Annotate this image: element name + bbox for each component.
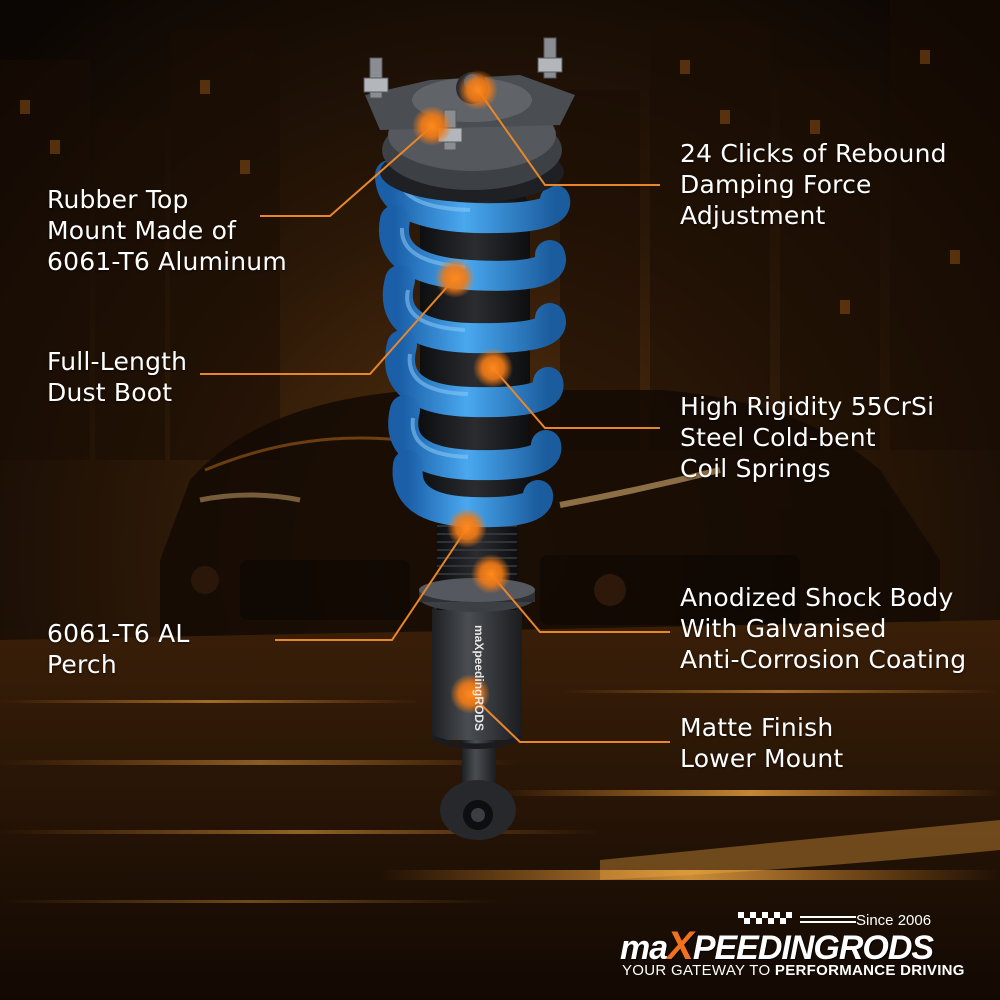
logo-tagline: YOUR GATEWAY TO PERFORMANCE DRIVING xyxy=(622,962,965,979)
label-lower-mount: Matte Finish Lower Mount xyxy=(680,713,844,773)
shock-body-print: maXpeedingRODS xyxy=(472,625,486,732)
label-top-mount: Rubber Top Mount Made of 6061-T6 Aluminu… xyxy=(47,185,287,276)
label-dust-boot: Full-Length Dust Boot xyxy=(47,347,188,407)
checkered-flag-icon xyxy=(738,912,856,924)
label-shock-body: Anodized Shock Body With Galvanised Anti… xyxy=(680,583,967,674)
label-rebound: 24 Clicks of Rebound Damping Force Adjus… xyxy=(680,139,947,230)
brand-logo: Since 2006 maXPEEDINGRODS YOUR GATEWAY T… xyxy=(618,912,964,982)
logo-wordmark: maXPEEDINGRODS xyxy=(620,924,934,968)
light-streaks xyxy=(0,690,1000,903)
label-perch: 6061-T6 AL Perch xyxy=(47,619,190,679)
logo-since: Since 2006 xyxy=(856,912,932,929)
label-springs: High Rigidity 55CrSi Steel Cold-bent Coi… xyxy=(680,392,935,483)
